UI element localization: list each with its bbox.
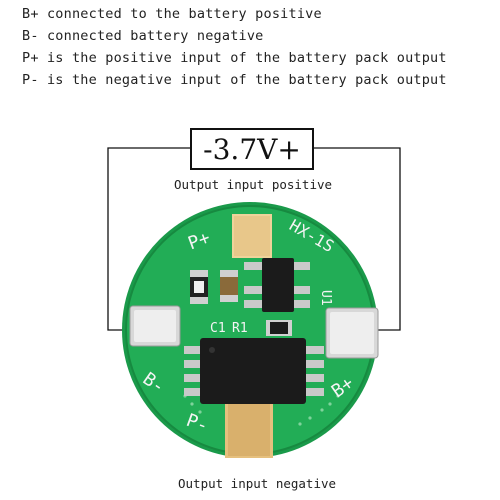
caption-output-negative: Output input negative xyxy=(178,476,337,491)
mosfet-chip-large xyxy=(184,338,324,404)
silk-u1: U1 xyxy=(318,290,333,306)
desc-line-b-plus: B+ connected to the battery positive xyxy=(22,6,322,22)
voltage-label-box: -3.7V+ xyxy=(190,128,314,170)
capacitor-component xyxy=(220,270,238,302)
silk-r1: R1 xyxy=(232,321,248,336)
vias xyxy=(183,394,340,426)
small-component xyxy=(266,320,292,336)
desc-line-p-minus: P- is the negative input of the battery … xyxy=(22,72,447,88)
caption-output-positive: Output input positive xyxy=(174,177,333,192)
desc-line-p-plus: P+ is the positive input of the battery … xyxy=(22,50,447,66)
connector-lines xyxy=(107,147,401,331)
silk-c1: C1 xyxy=(210,321,226,336)
resistor-component xyxy=(190,270,208,304)
desc-line-b-minus: B- connected battery negative xyxy=(22,28,264,44)
protection-ic-small xyxy=(244,258,310,312)
